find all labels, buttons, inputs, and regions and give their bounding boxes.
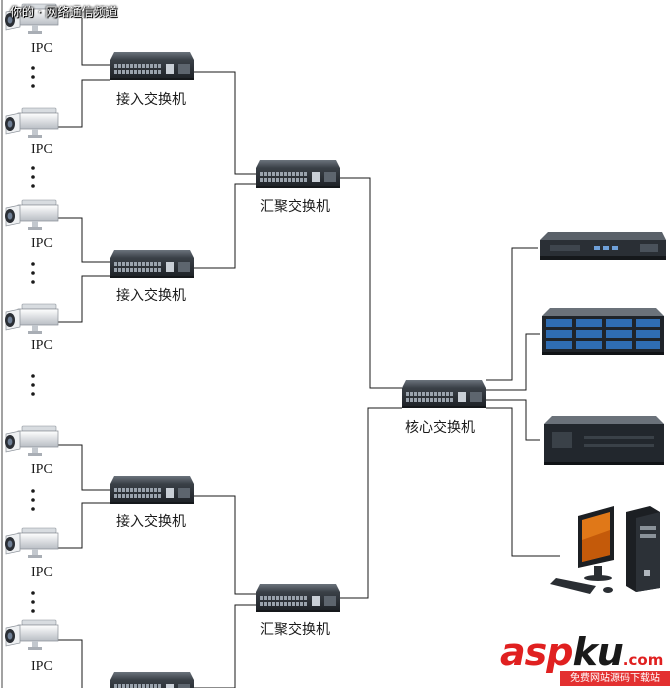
logo-com: .com bbox=[622, 651, 664, 669]
access-switch-3 bbox=[110, 476, 194, 504]
ipc-camera-2 bbox=[4, 107, 59, 139]
storage-array-icon bbox=[542, 308, 664, 355]
access-switch-1 bbox=[110, 52, 194, 80]
ellipsis-dots bbox=[31, 66, 35, 613]
access-switch-2 bbox=[110, 250, 194, 278]
rack-server-icon bbox=[540, 232, 666, 260]
logo-ku: ku bbox=[572, 630, 623, 674]
logo-asp: asp bbox=[500, 630, 573, 674]
aggregation-switch-1 bbox=[256, 160, 340, 188]
ipc-camera-4 bbox=[4, 303, 59, 335]
logo-subtitle: 免费网站源码下载站 bbox=[560, 671, 670, 686]
ipc-label-3: IPC bbox=[31, 236, 53, 251]
access-switch-4 bbox=[110, 672, 194, 688]
ipc-camera-6 bbox=[4, 527, 59, 559]
access-switch-label-1: 接入交换机 bbox=[116, 91, 186, 108]
ipc-label-5: IPC bbox=[31, 462, 53, 477]
core-switch bbox=[402, 380, 486, 408]
ipc-label-6: IPC bbox=[31, 565, 53, 580]
ipc-label-2: IPC bbox=[31, 142, 53, 157]
core-switch-label: 核心交换机 bbox=[405, 419, 475, 436]
ipc-label-4: IPC bbox=[31, 338, 53, 353]
nvr-recorder-icon bbox=[544, 416, 664, 465]
ipc-camera-7 bbox=[4, 619, 59, 651]
aggregation-switch-2 bbox=[256, 584, 340, 612]
aspku-logo: aspku.com bbox=[500, 633, 663, 671]
ipc-camera-3 bbox=[4, 199, 59, 231]
ipc-label-7: IPC bbox=[31, 659, 53, 674]
access-switch-label-2: 接入交换机 bbox=[116, 287, 186, 304]
connection-lines bbox=[55, 18, 560, 688]
ipc-label-1: IPC bbox=[31, 41, 53, 56]
aggregation-switch-label-2: 汇聚交换机 bbox=[260, 621, 330, 638]
ipc-camera-5 bbox=[4, 425, 59, 457]
desktop-computer-icon bbox=[550, 506, 660, 594]
camera-group: IPC IPC IPC IPC IPC IPC IPC bbox=[4, 3, 59, 674]
access-switch-label-3: 接入交换机 bbox=[116, 513, 186, 530]
aggregation-switch-label-1: 汇聚交换机 bbox=[260, 198, 330, 215]
watermark-top: 你的 · 网络通信频道 bbox=[10, 5, 118, 19]
